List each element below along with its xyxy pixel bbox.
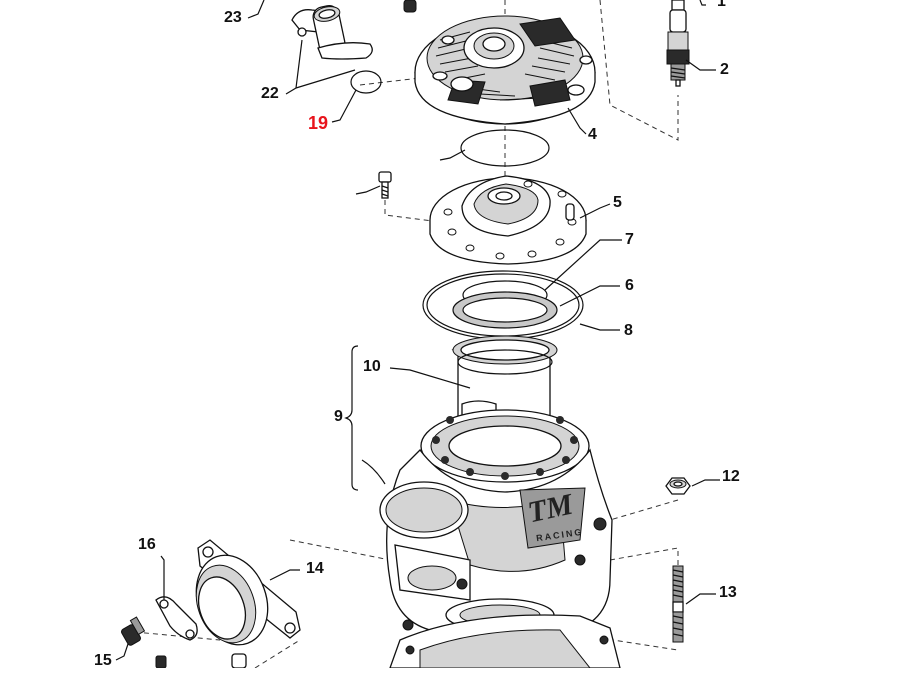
- stud-13: [672, 565, 684, 643]
- spark-plug: [666, 0, 690, 87]
- leader-lines: [115, 0, 720, 661]
- callout-12[interactable]: 12: [722, 468, 740, 485]
- callout-8[interactable]: 8: [624, 322, 633, 339]
- callout-2[interactable]: 2: [720, 61, 729, 78]
- plate-16: [155, 596, 198, 641]
- bolt-23: [378, 171, 392, 199]
- callout-6[interactable]: 6: [625, 277, 634, 294]
- cylinder-body: [379, 409, 613, 636]
- callout-10[interactable]: 10: [363, 358, 381, 375]
- head-bolt: [403, 0, 417, 13]
- callout-20[interactable]: 22: [261, 85, 279, 102]
- callout-9[interactable]: 9: [334, 408, 343, 425]
- nut-12: [665, 477, 691, 495]
- callout-15[interactable]: 15: [94, 652, 112, 669]
- callout-14[interactable]: 14: [306, 560, 324, 577]
- callout-21[interactable]: 23: [224, 9, 242, 26]
- callout-13[interactable]: 13: [719, 584, 737, 601]
- bolt-15b: [155, 653, 247, 669]
- gasket-6: [452, 291, 558, 329]
- callout-7[interactable]: 7: [625, 231, 634, 248]
- bolt-15: [121, 616, 146, 646]
- callout-5[interactable]: 5: [613, 194, 622, 211]
- combustion-chamber-insert: [429, 175, 587, 265]
- callout-19[interactable]: 19: [308, 113, 329, 133]
- callout-16[interactable]: 16: [138, 536, 156, 553]
- bracket-9: [344, 345, 359, 491]
- base-gasket: [389, 614, 621, 669]
- o-ring-22: [460, 129, 550, 167]
- cylinder-head: [414, 15, 596, 125]
- callout-1[interactable]: 1: [717, 0, 726, 10]
- exhaust-flange-14: [195, 539, 301, 646]
- water-fitting-assembly: [291, 5, 382, 94]
- callout-4[interactable]: 4: [588, 126, 597, 143]
